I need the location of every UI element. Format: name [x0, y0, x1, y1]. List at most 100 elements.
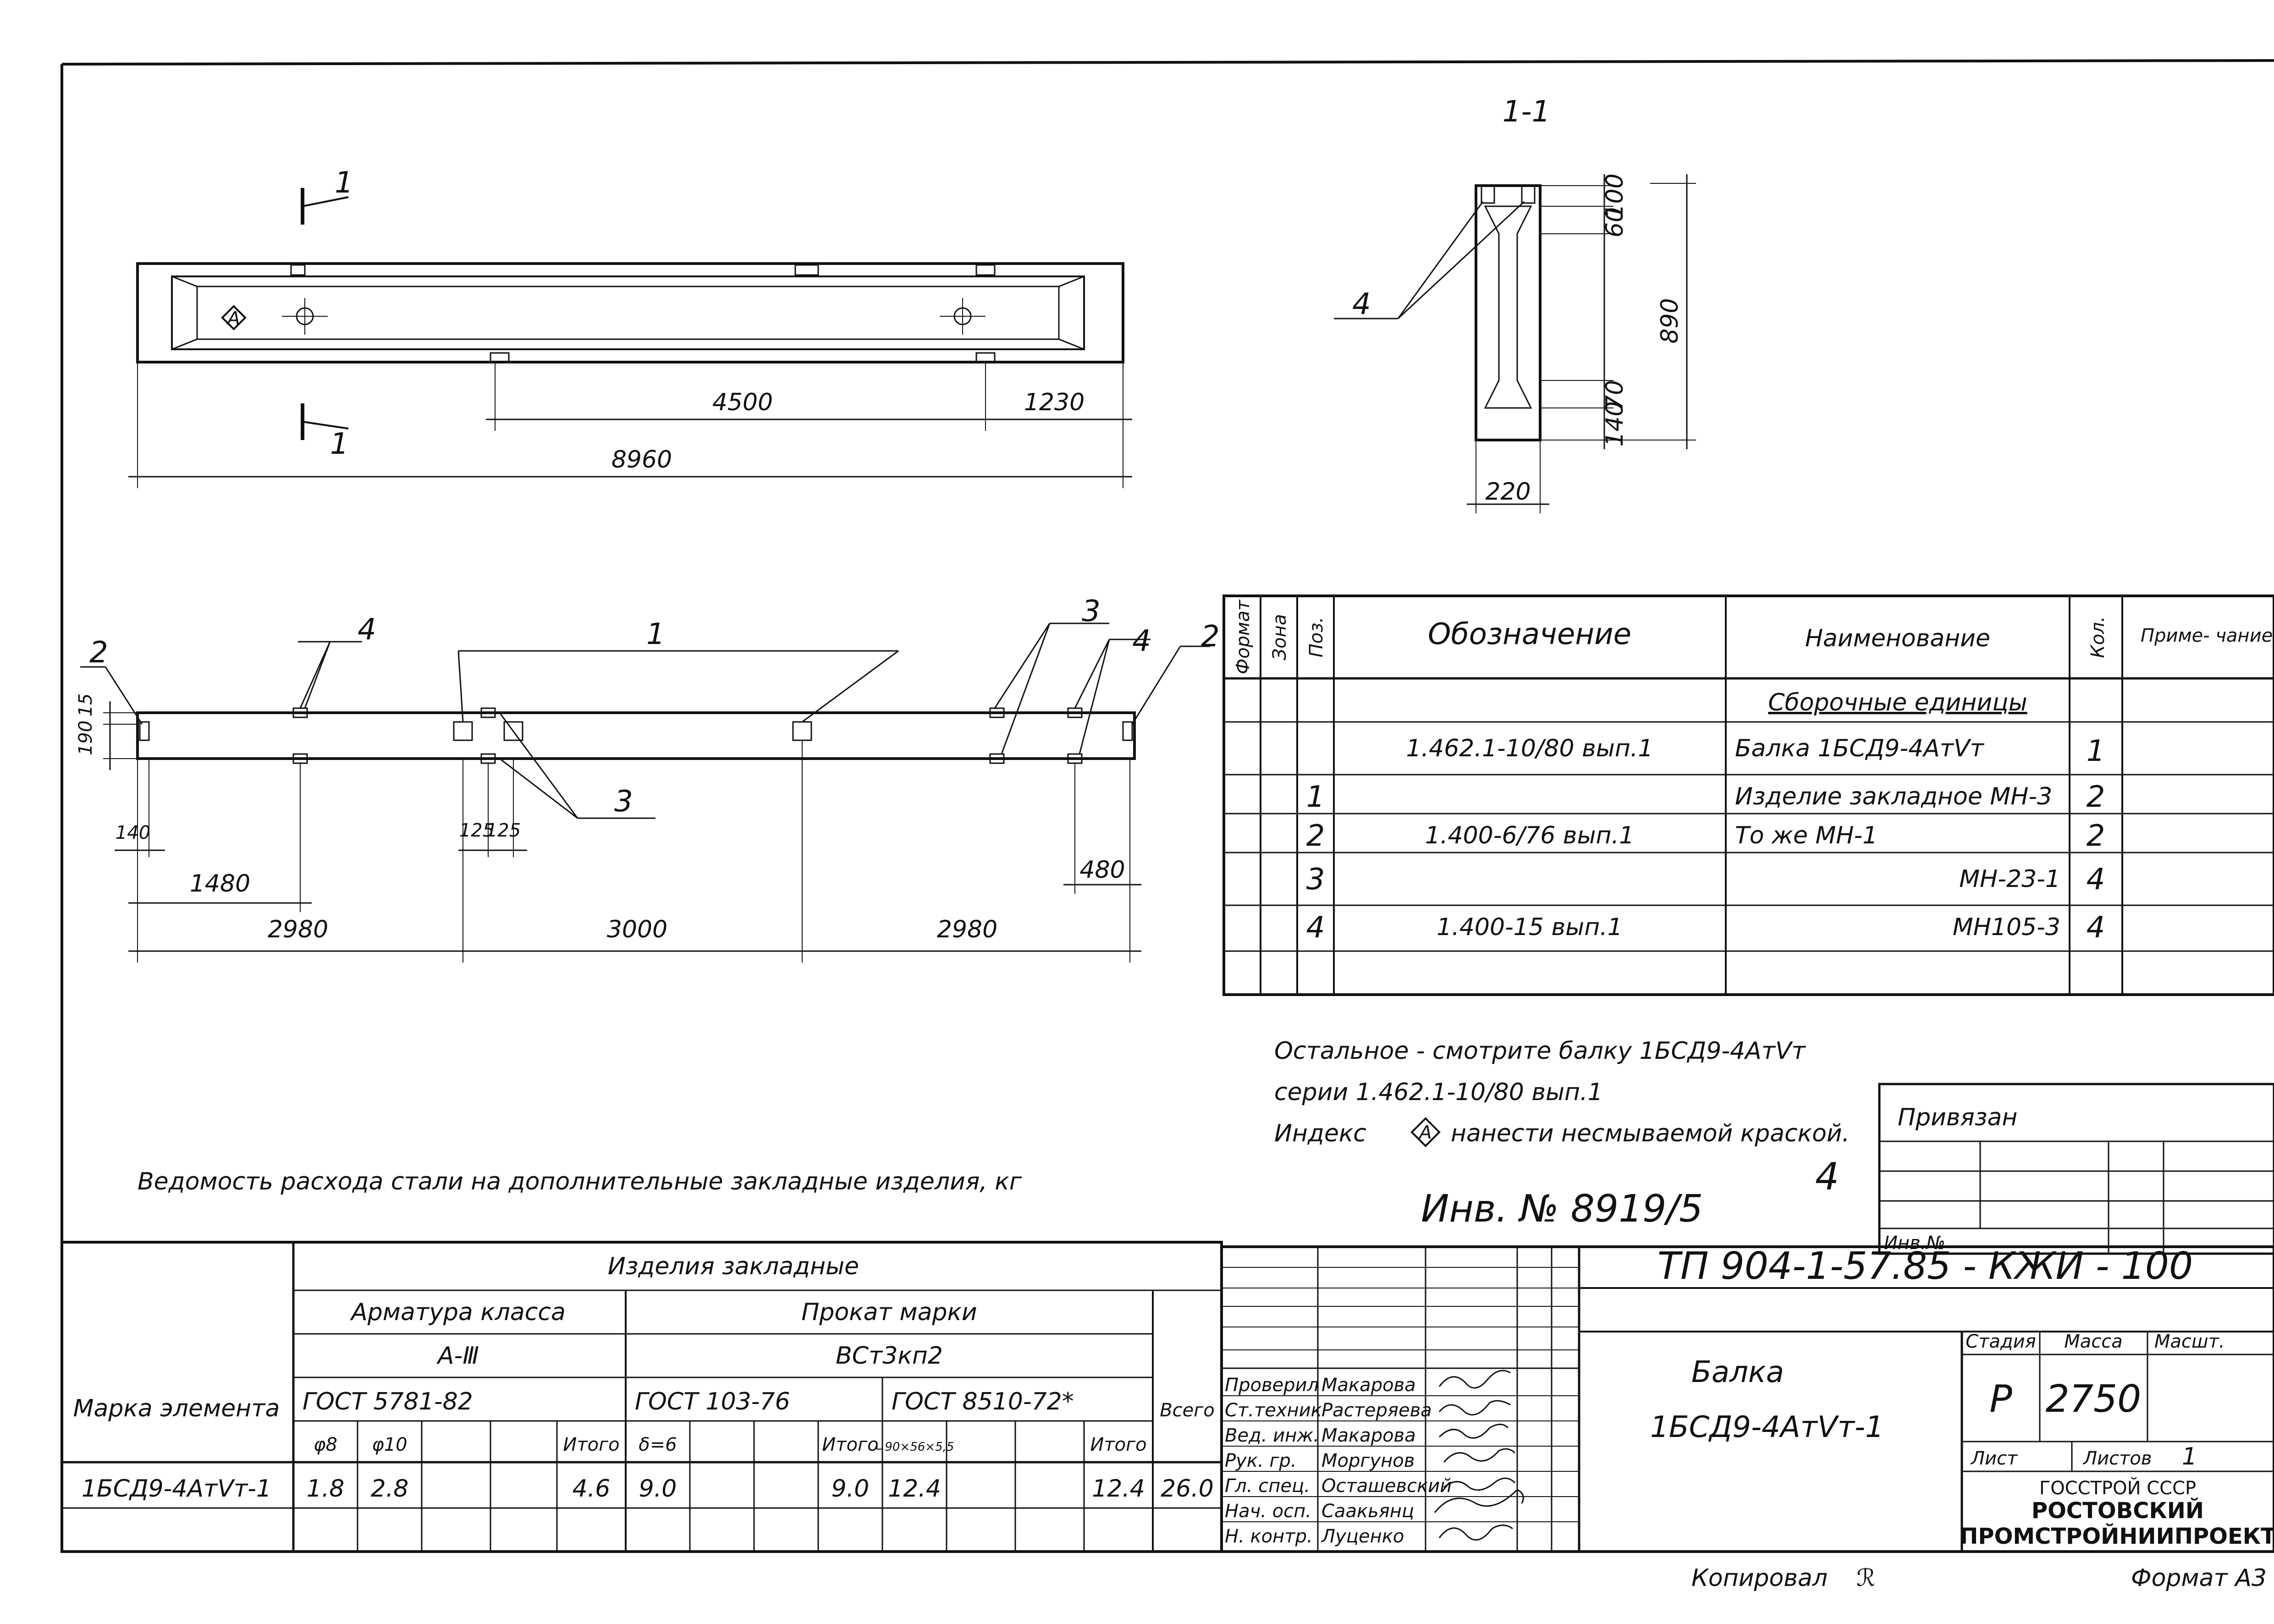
role-5: Нач. осп. — [1225, 1501, 1311, 1522]
spec-row-1-designation: 1.462.1-10/80 вып.1 — [1406, 735, 1653, 762]
spec-header-qty: Кол. — [2087, 616, 2109, 658]
spec-header-pos: Поз. — [1306, 617, 1327, 658]
steel-h-gost3: ГОСТ 8510-72* — [892, 1388, 1074, 1415]
steel-val-5: 9.0 — [639, 1475, 677, 1503]
steel-table — [61, 1241, 1223, 1553]
steel-sub-8: Итого — [822, 1434, 878, 1455]
beam-plan-view: А — [128, 188, 1132, 488]
callout-3-top: 3 — [1082, 595, 1101, 628]
sheets-value: 1 — [2182, 1443, 2197, 1470]
spec-row-5-designation: 1.400-15 вып.1 — [1437, 914, 1623, 941]
name-0: Макарова — [1321, 1375, 1416, 1396]
mass-value: 2750 — [2046, 1377, 2142, 1421]
role-4: Гл. спец. — [1225, 1475, 1310, 1497]
footer-copied: Копировал — [1691, 1564, 1828, 1592]
callout-4-left: 4 — [358, 613, 376, 647]
dim-125-b: 125 — [486, 820, 521, 841]
index-symbol-icon: А — [1410, 1117, 1441, 1147]
spec-row-1-name: Балка 1БСД9-4АтⅤт — [1735, 735, 1985, 762]
steel-val-9: 12.4 — [888, 1475, 941, 1503]
org-line-3: ПРОМСТРОЙНИИПРОЕКТ — [1960, 1523, 2274, 1549]
steel-h-gost2: ГОСТ 103-76 — [635, 1388, 790, 1415]
copier-mark: ℛ — [1856, 1564, 1876, 1592]
sec-dim-60: 60 — [1601, 207, 1629, 237]
section-leader-4: 4 — [1352, 287, 1371, 321]
dim-span-1: 2980 — [268, 916, 328, 943]
note-line-2: серии 1.462.1-10/80 вып.1 — [1274, 1079, 1603, 1106]
binding-title: Привязан — [1898, 1104, 2017, 1131]
stage-label: Стадия — [1966, 1331, 2036, 1352]
section-mark-bottom: 1 — [330, 427, 349, 461]
sec-dim-220: 220 — [1485, 478, 1531, 506]
steel-sub-headers: φ8 φ10 Итого δ=6 Итого ∟90×56×5,5 Итого — [314, 1434, 1147, 1455]
spec-row-3-pos: 2 — [1306, 819, 1325, 853]
dim-span-2: 3000 — [607, 916, 667, 943]
spec-row-5-pos: 4 — [1306, 911, 1325, 945]
name-4: Осташевский — [1321, 1475, 1452, 1497]
scale-label: Масшт. — [2154, 1331, 2225, 1352]
name-3: Моргунов — [1321, 1450, 1415, 1471]
steel-row-mark: 1БСД9-4АтⅤт-1 — [82, 1475, 271, 1503]
dim-1480: 1480 — [190, 870, 250, 897]
section-mark-top: 1 — [335, 166, 353, 200]
sheet-label: Лист — [1970, 1448, 2018, 1469]
org-line-1: ГОССТРОЙ СССР — [2039, 1477, 2196, 1499]
specification-table — [1222, 595, 2274, 996]
name-1: Растеряева — [1321, 1400, 1432, 1421]
page-mark: 4 — [1815, 1155, 1839, 1199]
steel-h-gost1: ГОСТ 5781-82 — [303, 1388, 473, 1415]
binding-inv: Инв.№ — [1884, 1233, 1945, 1254]
spec-row-2-qty: 2 — [2087, 780, 2105, 814]
dim-190: 190 — [75, 721, 96, 755]
spec-section-title: Сборочные единицы — [1768, 689, 2027, 716]
signatures — [1434, 1370, 1524, 1541]
sec-dim-140: 140 — [1601, 401, 1629, 446]
callout-1: 1 — [646, 617, 665, 651]
role-2: Вед. инж. — [1225, 1425, 1319, 1446]
spec-row-2-pos: 1 — [1306, 780, 1325, 814]
spec-row-4-name: МН-23-1 — [1959, 865, 2060, 893]
callout-3-bottom: 3 — [614, 785, 633, 819]
role-6: Н. контр. — [1225, 1526, 1313, 1547]
title-block — [1220, 1245, 2274, 1553]
footer-format: Формат А3 — [2131, 1564, 2267, 1592]
steel-h-mark: Марка элемента — [73, 1395, 280, 1422]
org-line-2: РОСТОВСКИЙ — [2032, 1497, 2204, 1524]
signature-rows: Проверил Макарова Ст.техник Растеряева В… — [1225, 1375, 1452, 1547]
callout-2-left: 2 — [89, 636, 108, 670]
steel-val-13: 12.4 — [1092, 1475, 1145, 1503]
spec-row-1-qty: 1 — [2087, 734, 2105, 768]
sec-dim-70: 70 — [1601, 380, 1629, 410]
steel-sub-0: φ8 — [314, 1434, 337, 1455]
beam-elevation-view — [80, 622, 1210, 963]
dim-1230: 1230 — [1024, 389, 1085, 416]
drawing-element: 1БСД9-4АтⅤт-1 — [1650, 1410, 1884, 1444]
sheets-label: Листов — [2082, 1448, 2152, 1469]
steel-val-1: 2.8 — [371, 1475, 409, 1503]
steel-val-4: 4.6 — [573, 1475, 611, 1503]
steel-h-total: Всего — [1160, 1400, 1215, 1421]
svg-text:А: А — [1418, 1122, 1432, 1143]
spec-row-2-name: Изделие закладное МН-3 — [1735, 783, 2052, 810]
steel-h-items: Изделия закладные — [608, 1253, 859, 1280]
role-3: Рук. гр. — [1225, 1450, 1297, 1471]
spec-header-designation: Обозначение — [1428, 617, 1631, 651]
steel-val-0: 1.8 — [307, 1475, 345, 1503]
spec-header-zone: Зона — [1269, 614, 1290, 661]
section-title: 1-1 — [1503, 95, 1551, 129]
role-1: Ст.техник — [1225, 1400, 1322, 1421]
spec-header-note: Приме- чание — [2141, 625, 2273, 646]
role-0: Проверил — [1225, 1375, 1319, 1396]
dim-8960: 8960 — [611, 446, 672, 473]
steel-h-rolled: Прокат марки — [801, 1299, 977, 1326]
binding-block — [1878, 1083, 2274, 1255]
spec-header-format: Формат — [1233, 599, 1254, 674]
mass-label: Масса — [2064, 1331, 2123, 1352]
spec-row-3-qty: 2 — [2087, 819, 2105, 853]
sec-dim-100: 100 — [1601, 173, 1629, 219]
inventory-number: Инв. № 8919/5 — [1421, 1187, 1703, 1231]
dim-480: 480 — [1079, 856, 1125, 884]
drawing-name: Балка — [1691, 1355, 1784, 1389]
dim-span-3: 2980 — [937, 916, 997, 943]
